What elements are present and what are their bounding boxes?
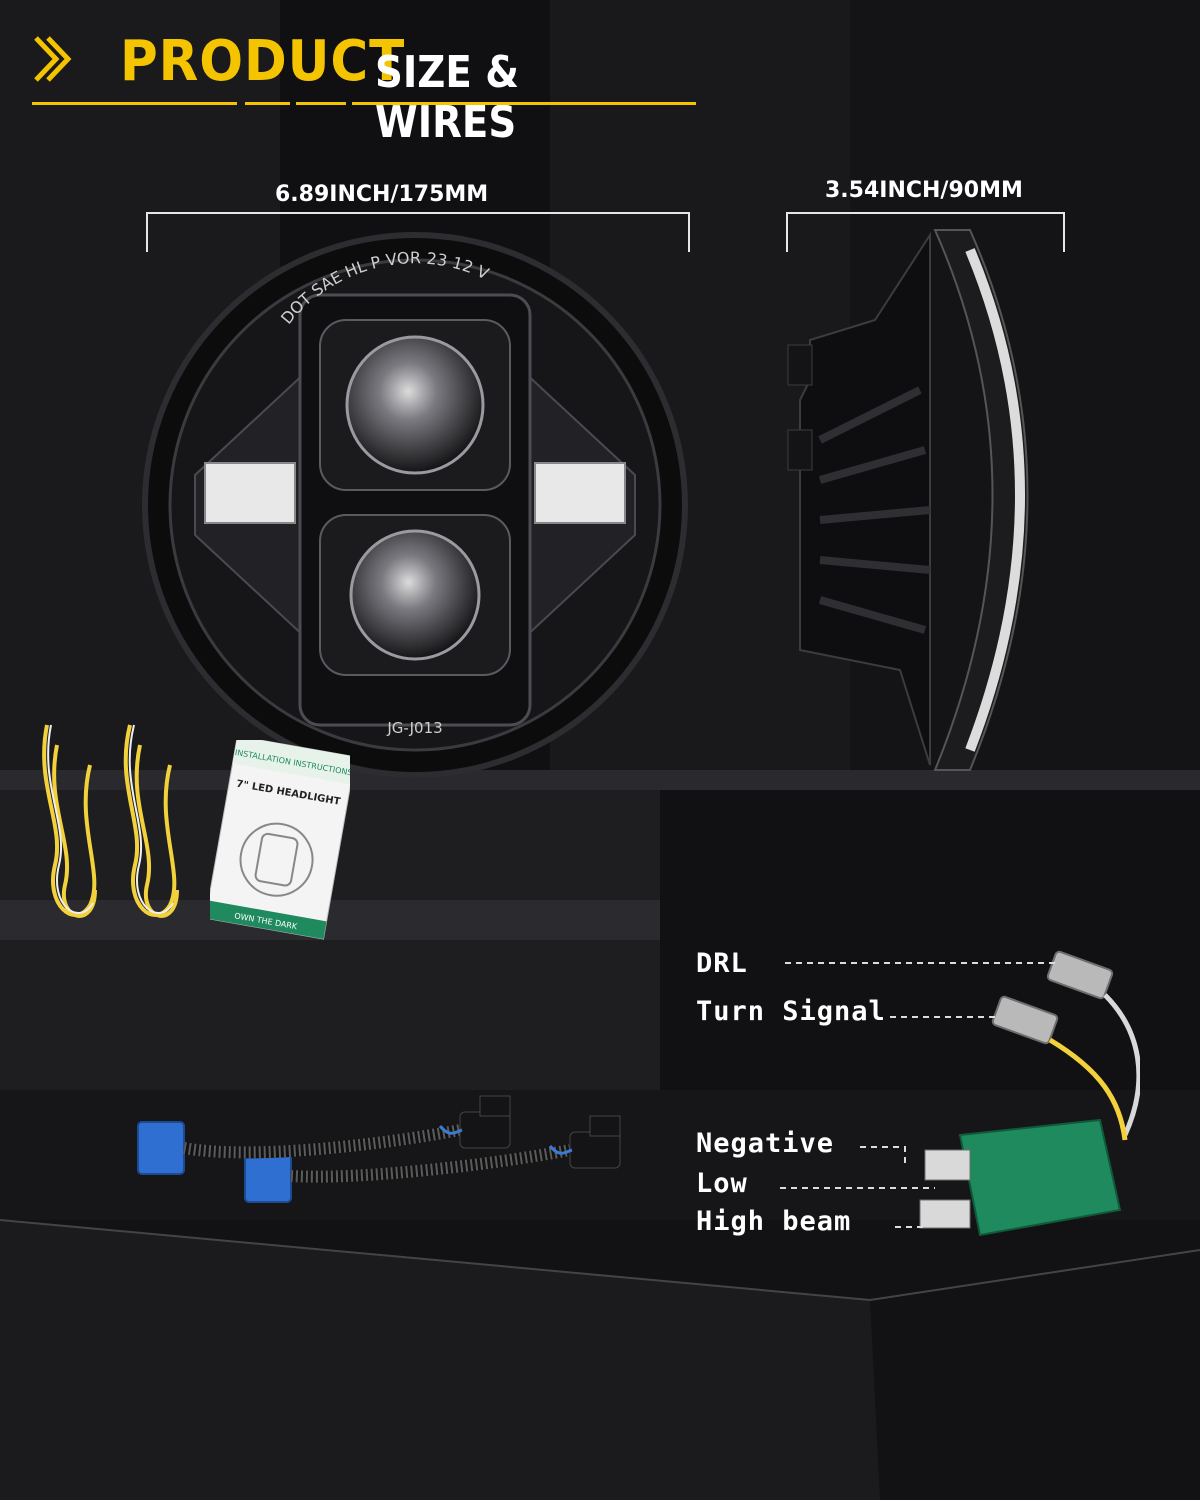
depth-dimension-bracket xyxy=(786,212,1065,252)
title-accent: PRODUCT xyxy=(120,29,406,94)
instruction-manual: INSTALLATION INSTRUCTIONS 7" LED HEADLIG… xyxy=(210,740,350,940)
title-underline xyxy=(296,102,346,105)
title-rest: SIZE & WIRES xyxy=(375,47,520,148)
headlight-front-view: DOT SAE HL P VOR 23 12 V JG-J013 xyxy=(142,232,688,778)
wire-leader-lines xyxy=(780,962,1055,1228)
label-high-beam: High beam xyxy=(696,1206,852,1237)
title-underline xyxy=(245,102,290,105)
label-low: Low xyxy=(696,1168,748,1199)
depth-dimension-label: 3.54INCH/90MM xyxy=(825,178,1023,203)
header: PRODUCT SIZE & WIRES xyxy=(30,22,710,148)
chevron-right-icon xyxy=(34,36,72,82)
width-dimension-label: 6.89INCH/175MM xyxy=(275,182,489,207)
headlight-side-view xyxy=(787,229,1029,771)
label-turn-signal: Turn Signal xyxy=(696,996,886,1027)
h4-plug xyxy=(919,950,1140,1237)
title-underline xyxy=(32,102,237,105)
width-dimension-bracket xyxy=(146,212,690,252)
label-negative: Negative xyxy=(696,1128,835,1159)
label-drl: DRL xyxy=(696,948,748,979)
title-underline xyxy=(352,102,696,105)
model-marking: JG-J013 xyxy=(386,719,442,737)
harness-cables xyxy=(137,1095,621,1203)
wire-bundles xyxy=(42,724,179,918)
